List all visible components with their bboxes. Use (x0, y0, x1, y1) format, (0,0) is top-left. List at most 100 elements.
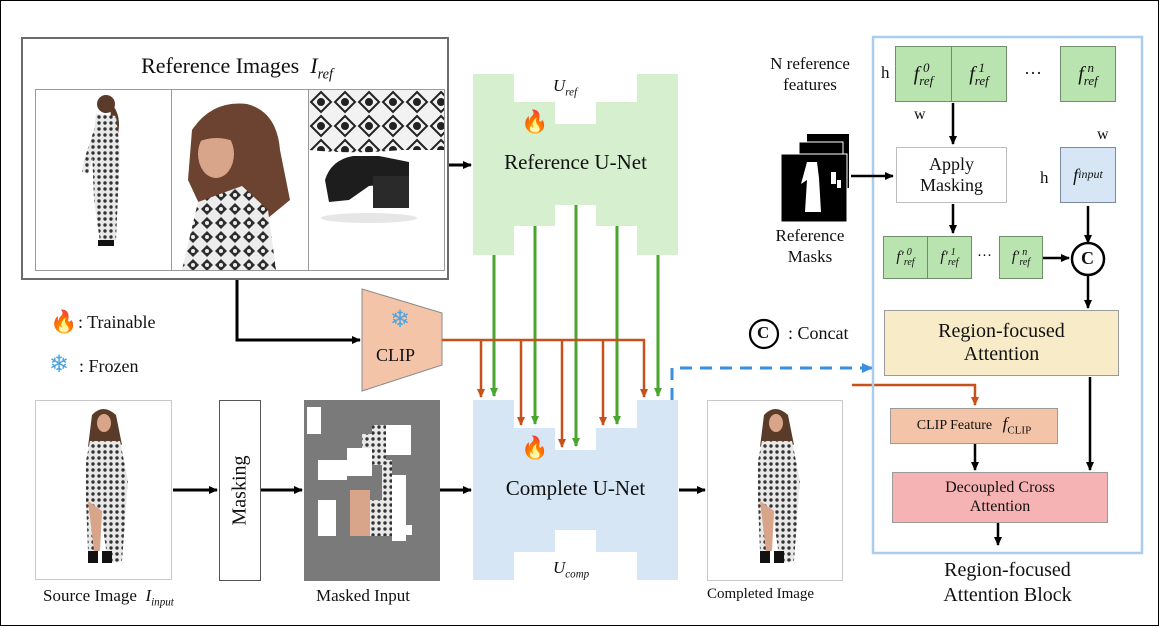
source-image-caption: Source Image Iinput (43, 586, 174, 608)
dim-w-label: w (1097, 126, 1109, 143)
concat-node (1070, 241, 1106, 277)
snowflake-icon: ❄ (390, 307, 411, 333)
fire-icon: 🔥 (50, 309, 78, 334)
legend-concat-circle (748, 318, 780, 350)
apply-masking-box: Apply Masking (896, 147, 1007, 203)
label-line: features (783, 75, 837, 95)
symbol-sub: input (151, 596, 174, 609)
feature-sup: 0 (923, 60, 930, 75)
label-line: Apply (929, 154, 974, 175)
person-portrait-photo (182, 103, 291, 270)
masked-input-photo (307, 407, 412, 541)
symbol-base: U (553, 558, 566, 577)
feature-base: f (969, 62, 975, 85)
reference-images-panel: Reference Images Iref (21, 37, 449, 280)
dashed-link-to-attention-block (670, 363, 873, 400)
reference-masks-stack (780, 134, 849, 223)
feature-sub: ref (903, 256, 915, 268)
person-back-view-photo (82, 95, 120, 246)
clip-to-clip-feature-link (852, 383, 979, 406)
reference-images-title: Reference Images Iref (23, 53, 451, 83)
reference-unet-label: Reference U-Net (504, 150, 647, 174)
legend-frozen: : Frozen (79, 356, 139, 376)
completed-image (707, 400, 843, 581)
reference-images-title-text: Reference Images (141, 53, 300, 78)
masking-label: Masking (228, 455, 251, 526)
feature-sub: ref (1019, 256, 1031, 268)
n-reference-features-label: N reference features (760, 53, 860, 96)
reference-images-symbol: Iref (310, 53, 333, 82)
reference-image-3 (308, 90, 444, 270)
feature-base: f′ (1011, 248, 1020, 265)
region-focused-attention-box: Region-focused Attention (884, 310, 1119, 376)
reference-image-2 (172, 90, 309, 270)
complete-unet-label: Complete U-Net (505, 476, 646, 500)
dim-h-label: h (881, 63, 890, 82)
caption-line: Region-focused (944, 559, 1071, 581)
completed-person-photo (758, 409, 800, 563)
reference-masks-label: Reference Masks (760, 225, 860, 268)
symbol-base: I (145, 586, 152, 605)
fire-icon: 🔥 (521, 109, 549, 134)
feature-base: f′ (896, 248, 904, 265)
decoupled-cross-attention-box: Decoupled Cross Attention (892, 472, 1108, 523)
caption-line: Attention Block (943, 584, 1072, 606)
person-front-view-photo (86, 409, 128, 563)
feature-sup: 0 (906, 246, 912, 258)
arrow-ref-images-to-clip (235, 280, 361, 344)
symbol-base: U (553, 76, 566, 95)
concat-symbol: C (1081, 248, 1094, 268)
source-image (35, 400, 172, 580)
feature-sup: n (1087, 60, 1095, 75)
fire-icon: 🔥 (521, 435, 549, 460)
symbol-sub: ref (317, 66, 333, 83)
complete-unet-symbol: Ucomp (553, 558, 589, 580)
feature-sub: ref (919, 73, 934, 88)
feature-base: f′ (940, 248, 948, 265)
feature-base: f (1002, 414, 1008, 434)
feature-sub: input (1078, 167, 1103, 182)
complete-unet-shape (473, 400, 678, 580)
dim-w-label: w (914, 106, 926, 123)
feature-ellipsis: ··· (1024, 63, 1042, 83)
legend-concat-symbol: C (757, 323, 770, 342)
feature-base: f (913, 62, 920, 85)
legend-concat: : Concat (788, 323, 849, 343)
masked-feature-ellipsis: ··· (977, 248, 992, 264)
feature-sub: ref (1083, 73, 1098, 88)
reference-image-1 (36, 90, 173, 270)
shoe-closeup-photo (308, 90, 444, 223)
legend-trainable: : Trainable (78, 312, 156, 332)
feature-sup: n (1022, 246, 1028, 258)
feature-sup: 1 (950, 246, 956, 258)
label-line: Attention (969, 497, 1031, 515)
feature-base: f (1073, 164, 1079, 185)
feature-base: f (1078, 62, 1084, 85)
symbol-base: I (310, 53, 318, 78)
source-image-symbol: Iinput (145, 586, 174, 609)
label-line: Masks (787, 247, 833, 267)
feature-sub: CLIP (1007, 424, 1032, 437)
dim-h-label: h (1040, 168, 1049, 187)
masking-step: Masking (219, 400, 261, 581)
clip-label: CLIP (376, 345, 416, 365)
attention-block-border (871, 35, 1144, 555)
label-line: Region-focused (938, 320, 1065, 342)
clip-encoder-shape (361, 288, 443, 392)
snowflake-icon: ❄ (49, 352, 70, 378)
masked-input-image (304, 400, 440, 581)
clip-feature-box: CLIP Feature fCLIP (890, 408, 1058, 444)
clip-feature-label: CLIP Feature (916, 417, 993, 433)
reference-image-strip (35, 89, 445, 271)
completed-image-caption: Completed Image (707, 586, 815, 602)
label-line: Reference (775, 226, 845, 245)
feature-sub: ref (974, 73, 989, 88)
